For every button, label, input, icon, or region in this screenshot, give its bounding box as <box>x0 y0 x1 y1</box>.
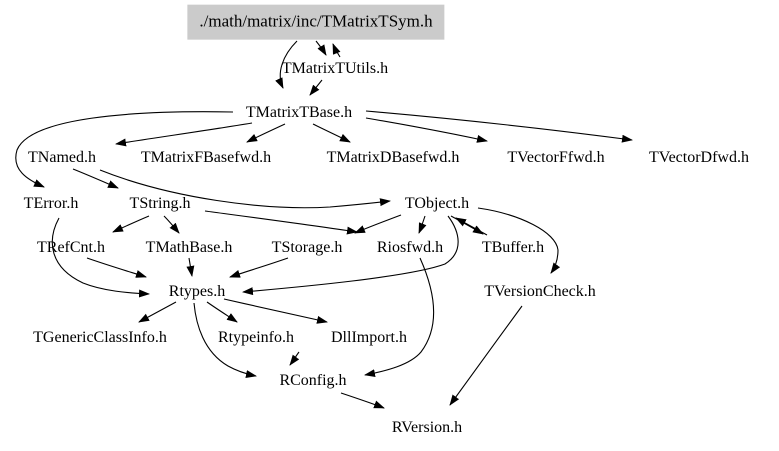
graph-node-tmatrixdbasefwd[interactable]: TMatrixDBasefwd.h <box>326 149 460 167</box>
edge-rtypes-to-rconfig <box>193 302 257 378</box>
graph-node-tmatrixtbase[interactable]: TMatrixTBase.h <box>245 104 353 122</box>
edge-tbuffer-to-tobject <box>455 217 488 236</box>
graph-node-tgenericclassinfo[interactable]: TGenericClassInfo.h <box>33 329 167 347</box>
edge-tstring-to-tmathbase <box>163 215 180 234</box>
edge-tstring-to-trefcnt <box>112 215 150 233</box>
edge-rtypeinfo-to-rconfig <box>289 351 300 366</box>
edge-tmatrixtbase-to-terror <box>15 111 234 188</box>
edge-rtypes-to-dllimport <box>223 298 328 324</box>
edge-tversioncheck-to-rversion <box>449 305 523 406</box>
edge-tobject-to-riosfwd <box>418 215 427 234</box>
graph-node-rtypeinfo[interactable]: Rtypeinfo.h <box>218 329 294 347</box>
graph-node-tobject[interactable]: TObject.h <box>404 195 470 213</box>
edge-tstorage-to-rtypes <box>229 257 289 278</box>
graph-node-tversioncheck[interactable]: TVersionCheck.h <box>484 283 596 301</box>
edge-trefcnt-to-rtypes <box>86 257 147 278</box>
edge-terror-to-rtypes <box>51 217 150 298</box>
graph-node-rconfig[interactable]: RConfig.h <box>279 372 347 390</box>
graph-node-tmatrixtutils[interactable]: TMatrixTUtils.h <box>281 60 389 78</box>
graph-node-tmatrixtsym: ./math/matrix/inc/TMatrixTSym.h <box>187 4 445 40</box>
edge-tobject-to-tbuffer <box>450 215 484 235</box>
graph-node-tnamed[interactable]: TNamed.h <box>28 149 96 167</box>
edges-group <box>15 40 633 409</box>
edge-tmatrixtutils-to-tmatrixtsym <box>332 43 341 58</box>
edge-rtypes-to-rtypeinfo <box>206 301 238 323</box>
edge-riosfwd-to-rconfig <box>364 257 435 378</box>
edge-tmathbase-to-rtypes <box>186 257 195 277</box>
graph-node-dllimport[interactable]: DllImport.h <box>331 329 407 347</box>
edge-tmatrixtbase-to-tvectordfwd <box>365 110 633 143</box>
graph-node-tmathbase[interactable]: TMathBase.h <box>145 239 233 257</box>
graph-node-tvectordfwd[interactable]: TVectorDfwd.h <box>649 149 749 167</box>
edge-tmatrixtbase-to-tnamed <box>115 122 253 147</box>
graph-node-rtypes[interactable]: Rtypes.h <box>168 283 226 301</box>
edge-tmatrixtbase-to-tmatrixdbasefwd <box>312 123 351 143</box>
edge-tmatrixtbase-to-tmatrixfbasefwd <box>246 123 286 143</box>
graph-node-tmatrixfbasefwd[interactable]: TMatrixFBasefwd.h <box>140 149 272 167</box>
graph-node-riosfwd[interactable]: Riosfwd.h <box>376 239 444 257</box>
graph-node-trefcnt[interactable]: TRefCnt.h <box>37 239 105 257</box>
edge-tnamed-to-tstring <box>72 168 119 189</box>
graph-node-rversion[interactable]: RVersion.h <box>391 419 463 437</box>
edge-tmatrixtutils-to-tmatrixtbase <box>309 79 323 96</box>
edge-rtypes-to-tgenericclassinfo <box>138 301 177 323</box>
edge-tmatrixtsym-to-tmatrixtbase <box>275 40 298 89</box>
edge-tmatrixtbase-to-tvectorffwd <box>365 117 488 143</box>
graph-node-terror[interactable]: TError.h <box>23 195 79 213</box>
edge-tnamed-to-tobject <box>99 169 391 209</box>
edge-tmatrixtsym-to-tmatrixtutils <box>315 40 327 56</box>
edge-rconfig-to-rversion <box>340 392 385 409</box>
edge-tobject-to-tversioncheck <box>477 207 561 274</box>
edge-tobject-to-tstorage <box>354 214 402 234</box>
graph-node-tstring[interactable]: TString.h <box>129 195 191 213</box>
edge-tstring-to-riosfwd <box>204 210 358 235</box>
graph-node-tvectorffwd[interactable]: TVectorFfwd.h <box>507 149 605 167</box>
graph-node-tstorage[interactable]: TStorage.h <box>271 239 343 257</box>
edge-tobject-to-rtypes <box>242 215 459 296</box>
graph-node-tbuffer[interactable]: TBuffer.h <box>481 239 545 257</box>
